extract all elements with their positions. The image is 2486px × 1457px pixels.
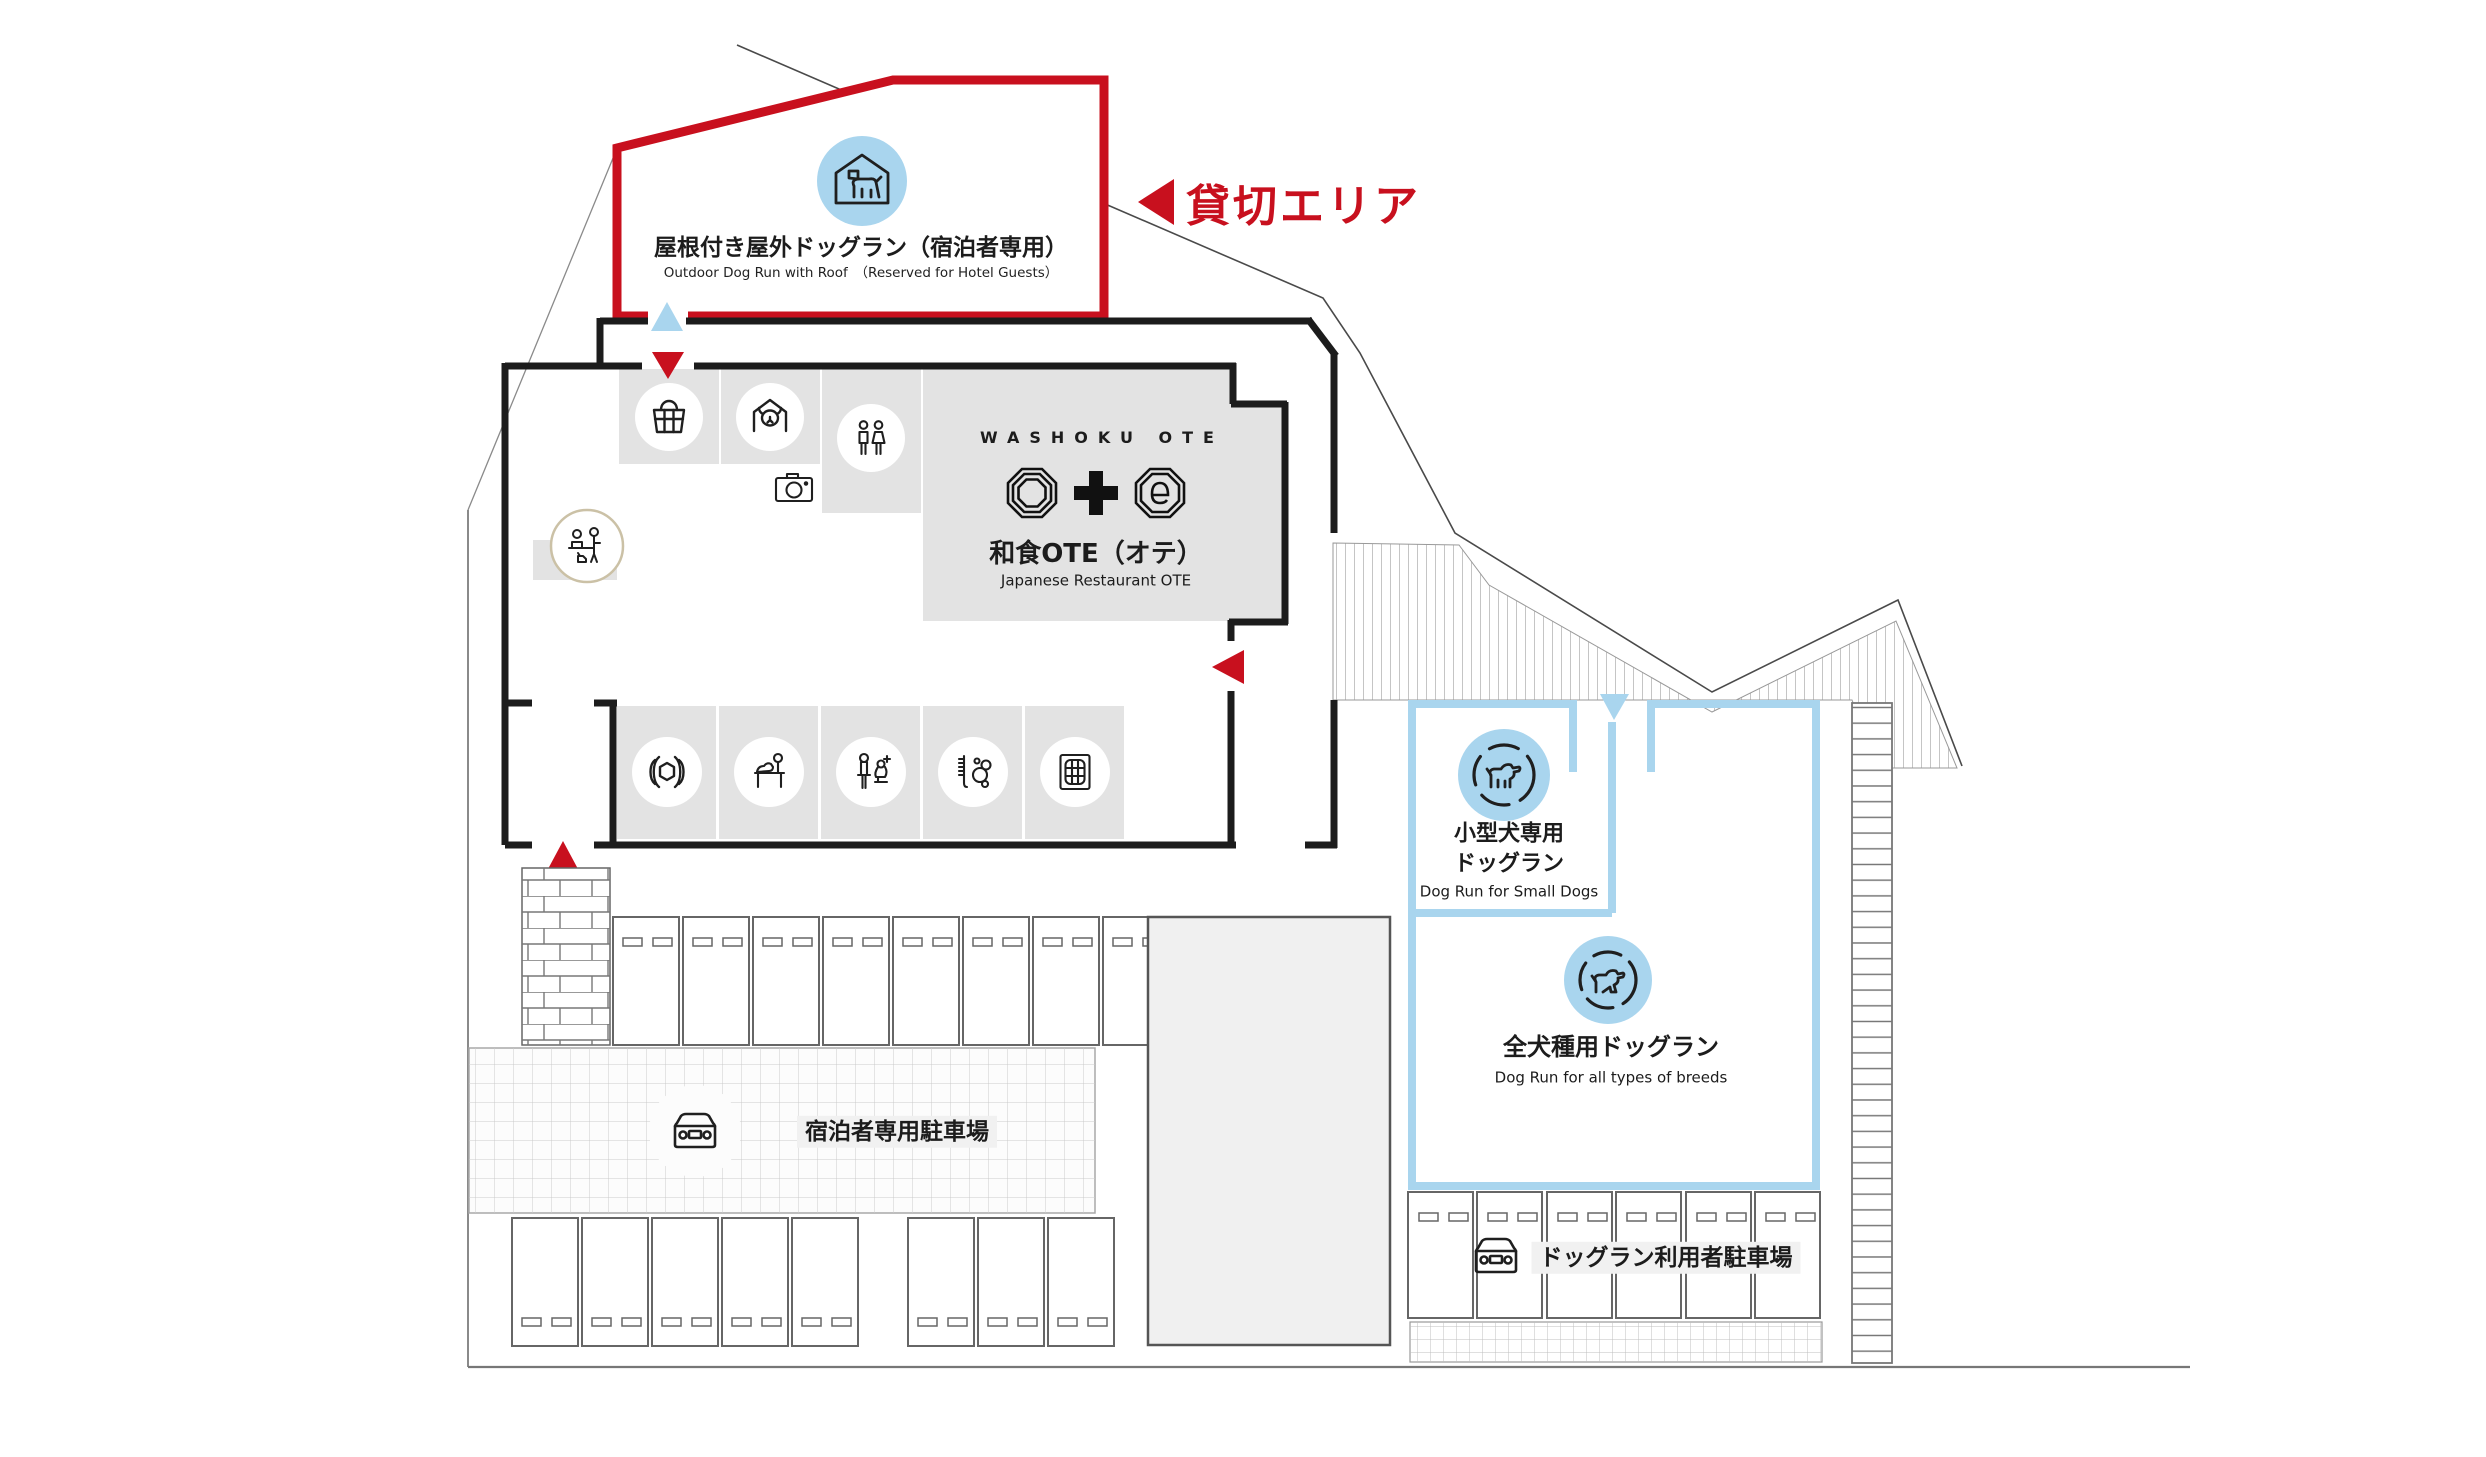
dog-run-users-parking [1407, 1191, 1823, 1363]
private-area-tag: 貸切エリア [1138, 170, 1421, 234]
dog-mat-icon [1059, 753, 1091, 791]
dog-wash-icon [957, 754, 992, 789]
car-icon [1474, 1237, 1518, 1274]
dog-run-fences [1408, 700, 1820, 1190]
left-red-arrow-icon [1138, 179, 1174, 225]
restaurant-brand: WASHOKU OTE [980, 427, 1224, 447]
icon-circles [549, 136, 1652, 1024]
roofed-dog-run-label-en: Outdoor Dog Run with Roof （Reserved for … [663, 265, 1059, 282]
blue-down-triangle-icon [1600, 694, 1629, 720]
reception-icon [568, 527, 601, 563]
restaurant-name-jp: 和食OTE（オテ） [989, 539, 1203, 570]
small-dog-run-label-jp2: ドッグラン [1453, 851, 1565, 877]
shop-bag-icon [652, 399, 686, 434]
all-breeds-dog-run-icon [1578, 950, 1638, 1010]
all-breeds-run-label-en: Dog Run for all types of breeds [1494, 1068, 1728, 1087]
care-hands-icon [649, 755, 685, 789]
entrance-markers [548, 302, 1244, 869]
red-up-triangle-icon [548, 841, 578, 869]
central-open-block [1146, 915, 1392, 1347]
blue-up-triangle-icon [651, 302, 683, 331]
red-down-triangle-icon [652, 352, 684, 379]
dog-kennel-icon [752, 398, 788, 433]
car-icon [673, 1112, 717, 1149]
all-breeds-run-label-jp: 全犬種用ドッグラン [1503, 1033, 1719, 1062]
hotel-guest-parking-label: 宿泊者専用駐車場 [797, 1115, 997, 1149]
hotel-guest-parking [468, 867, 1170, 1347]
slope-hatch-area [1332, 542, 1958, 769]
restaurant-name-en: Japanese Restaurant OTE [1000, 571, 1192, 590]
small-dog-run-label-en: Dog Run for Small Dogs [1419, 882, 1599, 901]
site-boundary [467, 44, 2190, 1369]
photo-camera-icon [774, 472, 814, 503]
restroom-icon [858, 420, 886, 456]
dog-run-parking-label: ドッグラン利用者駐車場 [1531, 1241, 1801, 1275]
washoku-ote-logo [1006, 467, 1186, 519]
roofed-dog-run-icon [834, 153, 890, 205]
stairs-band [1851, 702, 1893, 1364]
building-walls [501, 316, 1339, 849]
roofed-dog-run-label-jp: 屋根付き屋外ドッグラン（宿泊者専用） [654, 234, 1068, 261]
red-left-triangle-icon [1212, 650, 1244, 684]
small-dog-run-icon [1472, 743, 1536, 807]
dog-desk-icon [753, 752, 786, 789]
private-area-tag-text: 貸切エリア [1186, 181, 1421, 232]
small-dog-run-label-jp1: 小型犬専用 [1453, 821, 1565, 847]
dog-grooming-icon [856, 752, 892, 790]
wheel-stops [622, 937, 1163, 947]
wheel-stops [1418, 1212, 1816, 1222]
wheel-stops [521, 1317, 1108, 1327]
